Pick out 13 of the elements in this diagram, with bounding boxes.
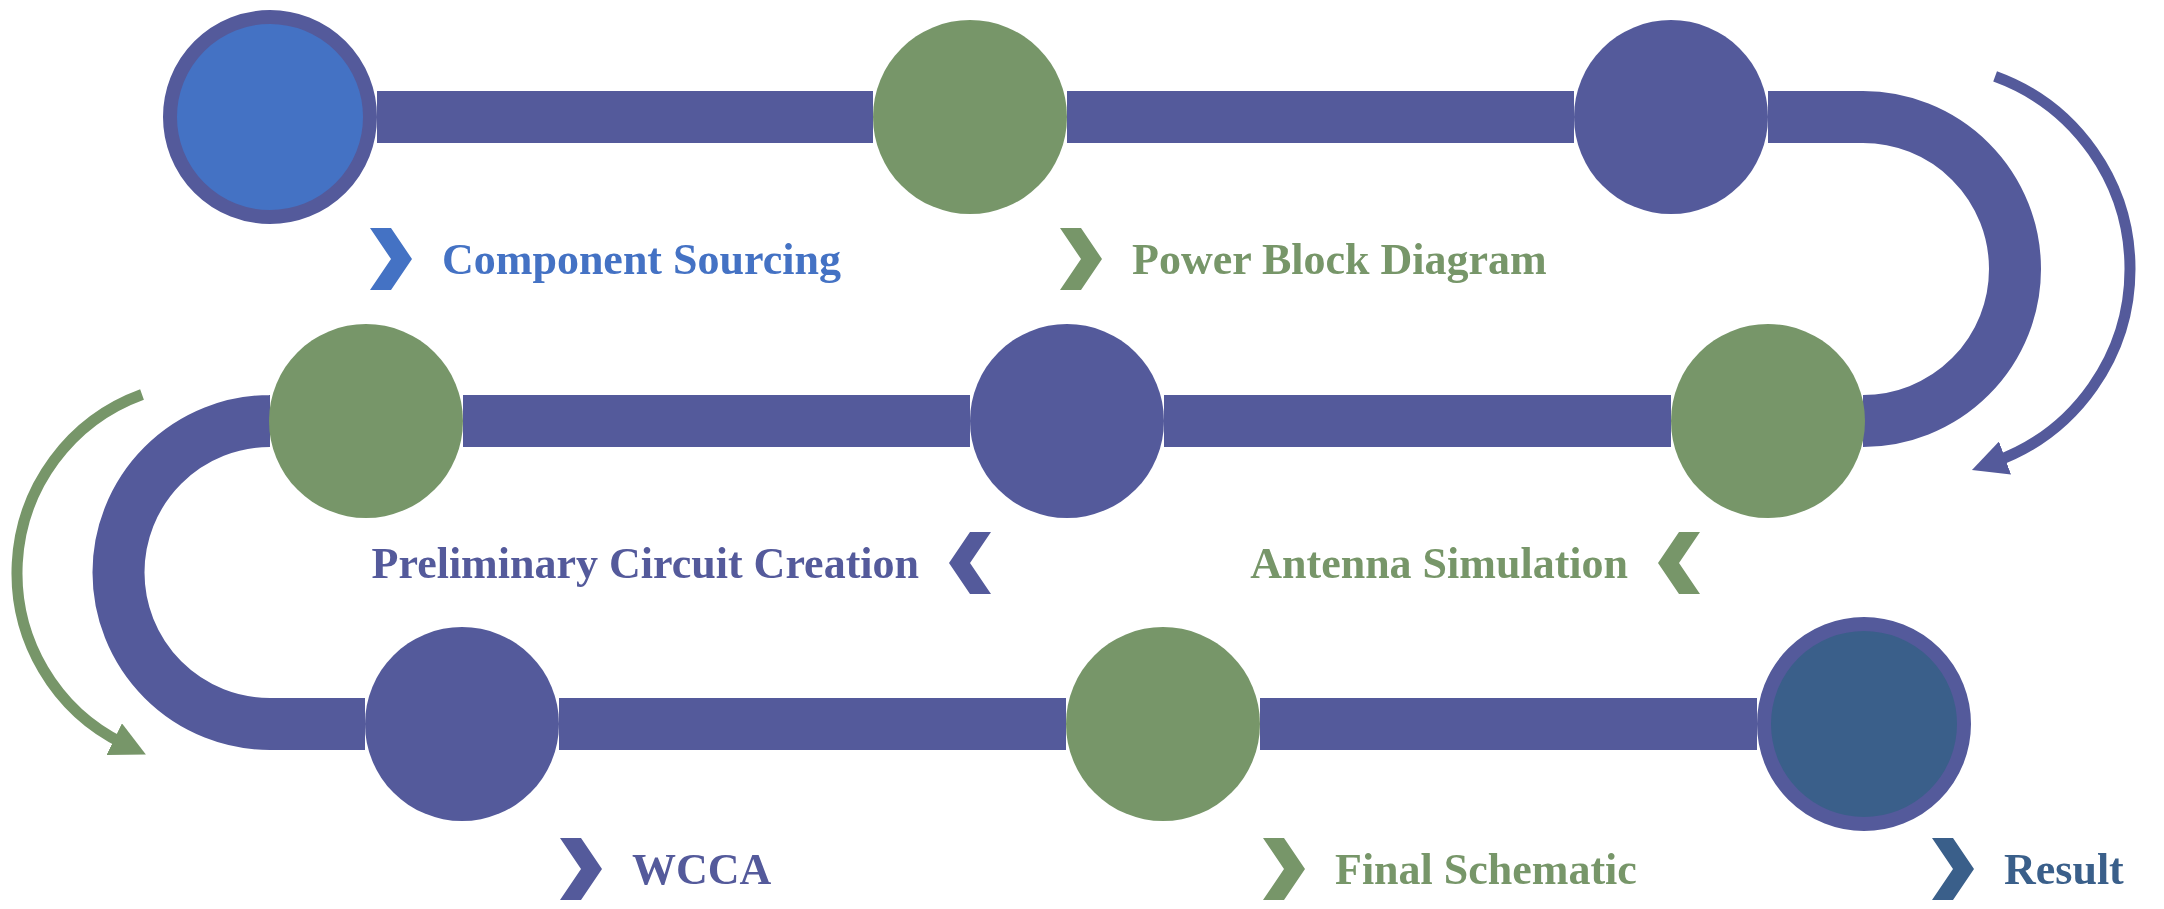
step-label: Result — [2004, 843, 2124, 895]
step-label: Final Schematic — [1335, 843, 1637, 895]
track-connector — [463, 395, 970, 447]
track-connector — [559, 698, 1066, 750]
track-connector — [1067, 91, 1574, 143]
step-label: Preliminary Circuit Creation — [371, 537, 919, 589]
step-label: Component Sourcing — [442, 233, 841, 285]
track-connector — [1260, 698, 1757, 750]
step-label: WCCA — [632, 843, 772, 895]
step-label: Antenna Simulation — [1250, 537, 1628, 589]
step-label: Power Block Diagram — [1132, 233, 1547, 285]
track-connector — [377, 91, 873, 143]
track-connector — [1164, 395, 1671, 447]
